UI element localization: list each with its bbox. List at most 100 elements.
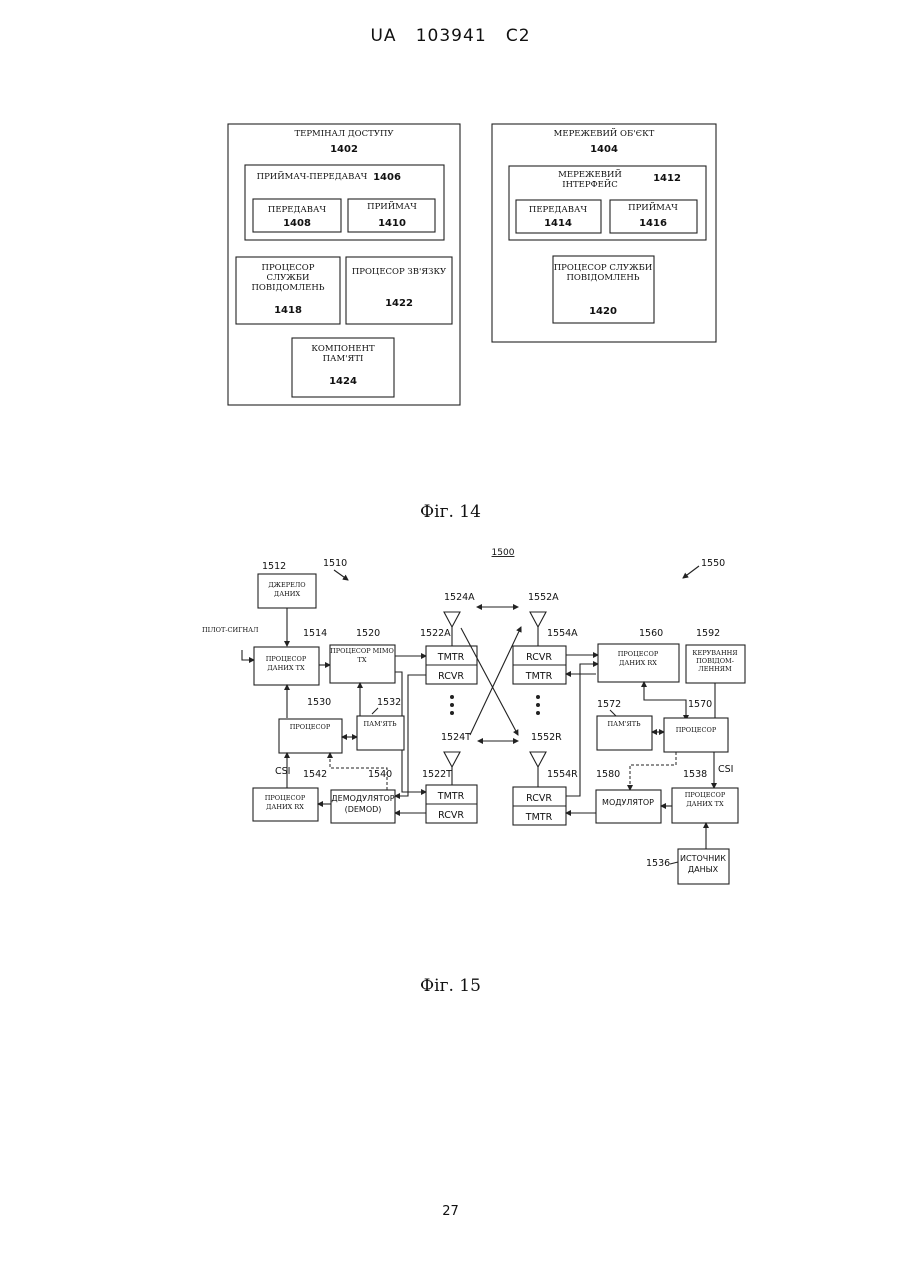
tx-mimo-processor-block: ПРОЦЕСОР МІМО ТХ xyxy=(330,645,395,683)
svg-text:1554A: 1554A xyxy=(547,628,578,639)
svg-text:RCVR: RCVR xyxy=(438,671,464,682)
svg-text:TMTR: TMTR xyxy=(437,652,465,663)
rx-data-processor-left-block: ПРОЦЕСОР ДАНИХ RX xyxy=(253,788,318,821)
svg-text:1422: 1422 xyxy=(385,298,413,309)
data-source-block: ДЖЕРЕЛО ДАНИХ xyxy=(258,574,316,608)
svg-text:ПРОЦЕСОР: ПРОЦЕСОР xyxy=(266,655,307,663)
svg-text:ПОВІДОМ-: ПОВІДОМ- xyxy=(696,657,734,665)
svg-text:ПОВІДОМЛЕНЬ: ПОВІДОМЛЕНЬ xyxy=(566,273,639,283)
figure-14-caption: Фіг. 14 xyxy=(0,502,901,522)
memory-component-block: КОМПОНЕНТ ПАМ'ЯТІ 1424 xyxy=(292,338,394,397)
svg-text:1416: 1416 xyxy=(639,218,667,229)
svg-text:ТХ: ТХ xyxy=(358,656,367,664)
svg-text:ПРОЦЕСОР: ПРОЦЕСОР xyxy=(262,263,315,273)
message-control-block: КЕРУВАННЯ ПОВІДОМ- ЛЕННЯМ xyxy=(686,645,745,683)
svg-text:1524T: 1524T xyxy=(441,732,471,743)
svg-text:RCVR: RCVR xyxy=(438,810,464,821)
tx-data-processor-block: ПРОЦЕСОР ДАНИХ ТХ xyxy=(254,647,319,685)
svg-text:ДАНЫХ: ДАНЫХ xyxy=(688,865,719,874)
svg-text:МЕРЕЖЕВИЙ: МЕРЕЖЕВИЙ xyxy=(558,168,622,180)
svg-text:ПРОЦЕСОР: ПРОЦЕСОР xyxy=(676,726,717,734)
network-transmitter-block: ПЕРЕДАВАЧ 1414 xyxy=(516,200,601,233)
right-station-number: 1550 xyxy=(701,558,725,569)
svg-text:RCVR: RCVR xyxy=(526,793,552,804)
svg-text:ІНТЕРФЕЙС: ІНТЕРФЕЙС xyxy=(562,178,618,190)
processor-left-block: ПРОЦЕСОР xyxy=(279,719,342,753)
receiver-number: 1410 xyxy=(378,218,406,229)
transceiver-1554a: RCVR TMTR xyxy=(513,646,566,684)
svg-text:1418: 1418 xyxy=(274,305,302,316)
svg-text:СЛУЖБИ: СЛУЖБИ xyxy=(267,273,310,283)
svg-text:TMTR: TMTR xyxy=(437,791,465,802)
svg-text:ДАНИХ: ДАНИХ xyxy=(274,590,301,598)
svg-text:ДЕМОДУЛЯТОР: ДЕМОДУЛЯТОР xyxy=(331,794,394,803)
svg-text:1424: 1424 xyxy=(329,376,357,387)
svg-text:КОМПОНЕНТ: КОМПОНЕНТ xyxy=(311,344,375,354)
left-station-number: 1510 xyxy=(323,558,347,569)
svg-text:1570: 1570 xyxy=(688,699,712,710)
transceiver-label: ПРИЙМАЧ-ПЕРЕДАВАЧ xyxy=(257,170,368,182)
svg-text:1524A: 1524A xyxy=(444,592,475,603)
system-number: 1500 xyxy=(492,548,515,558)
svg-text:ПЕРЕДАВАЧ: ПЕРЕДАВАЧ xyxy=(529,205,588,215)
transceiver-1522t: TMTR RCVR xyxy=(426,785,477,823)
svg-text:1530: 1530 xyxy=(307,697,331,708)
receiver-block: ПРИЙМАЧ 1410 xyxy=(348,199,435,232)
svg-text:1522A: 1522A xyxy=(420,628,451,639)
svg-text:TMTR: TMTR xyxy=(525,671,553,682)
network-message-processor-block: ПРОЦЕСОР СЛУЖБИ ПОВІДОМЛЕНЬ 1420 xyxy=(553,256,654,323)
pilot-signal-label: ПІЛОТ-СИГНАЛ xyxy=(202,626,259,634)
demodulator-block: ДЕМОДУЛЯТОР (DEMOD) xyxy=(331,790,395,823)
svg-text:1540: 1540 xyxy=(368,769,392,780)
svg-text:ПАМ'ЯТЬ: ПАМ'ЯТЬ xyxy=(608,720,642,728)
figure-14-diagram: ТЕРМІНАЛ ДОСТУПУ 1402 ПРИЙМАЧ-ПЕРЕДАВАЧ … xyxy=(0,0,901,460)
svg-text:TMTR: TMTR xyxy=(525,812,553,823)
svg-text:1552R: 1552R xyxy=(531,732,562,743)
figure-15-diagram: 1500 1510 1550 1512 ДЖЕРЕЛО ДАНИХ ПІЛОТ-… xyxy=(0,540,901,900)
network-receiver-block: ПРИЙМАЧ 1416 xyxy=(610,200,697,233)
receiver-label: ПРИЙМАЧ xyxy=(367,200,417,212)
antenna-1552a xyxy=(530,612,546,646)
processor-right-block: ПРОЦЕСОР xyxy=(664,718,728,752)
svg-text:ДАНИХ ТХ: ДАНИХ ТХ xyxy=(267,664,305,672)
svg-text:ПРОЦЕСОР: ПРОЦЕСОР xyxy=(685,791,726,799)
svg-text:1414: 1414 xyxy=(544,218,572,229)
svg-text:ДАНИХ ТХ: ДАНИХ ТХ xyxy=(686,800,724,808)
csi-label-left: CSI xyxy=(275,766,290,777)
modulator-block: МОДУЛЯТОР xyxy=(596,790,661,823)
svg-text:КЕРУВАННЯ: КЕРУВАННЯ xyxy=(692,649,737,657)
svg-text:1592: 1592 xyxy=(696,628,720,639)
svg-text:1404: 1404 xyxy=(590,144,618,155)
access-terminal-label: ТЕРМІНАЛ ДОСТУПУ xyxy=(294,129,394,139)
svg-text:ПРОЦЕСОР ЗВ'ЯЗКУ: ПРОЦЕСОР ЗВ'ЯЗКУ xyxy=(352,267,447,277)
transceiver-1554r: RCVR TMTR xyxy=(513,787,566,825)
svg-text:ПРОЦЕСОР МІМО: ПРОЦЕСОР МІМО xyxy=(330,647,394,655)
svg-text:ПРОЦЕСОР: ПРОЦЕСОР xyxy=(618,650,659,658)
memory-right-block: ПАМ'ЯТЬ xyxy=(597,716,652,750)
svg-text:ПРИЙМАЧ: ПРИЙМАЧ xyxy=(628,201,678,213)
svg-text:1552A: 1552A xyxy=(528,592,559,603)
csi-label-right: CSI xyxy=(718,764,733,775)
svg-text:ПРОЦЕСОР: ПРОЦЕСОР xyxy=(290,723,331,731)
svg-text:1580: 1580 xyxy=(596,769,620,780)
message-service-processor-block: ПРОЦЕСОР СЛУЖБИ ПОВІДОМЛЕНЬ 1418 xyxy=(236,257,340,324)
svg-text:1532: 1532 xyxy=(377,697,401,708)
svg-text:ПРОЦЕСОР: ПРОЦЕСОР xyxy=(265,794,306,802)
svg-text:1412: 1412 xyxy=(653,173,681,184)
svg-text:1536: 1536 xyxy=(646,858,670,869)
svg-text:RCVR: RCVR xyxy=(526,652,552,663)
memory-left-block: ПАМ'ЯТЬ xyxy=(357,716,404,750)
svg-text:1560: 1560 xyxy=(639,628,663,639)
antenna-1552r xyxy=(530,752,546,787)
svg-text:(DEMOD): (DEMOD) xyxy=(345,805,382,814)
svg-text:1572: 1572 xyxy=(597,699,621,710)
svg-text:1554R: 1554R xyxy=(547,769,578,780)
svg-text:1512: 1512 xyxy=(262,561,286,572)
svg-text:ПОВІДОМЛЕНЬ: ПОВІДОМЛЕНЬ xyxy=(251,283,324,293)
svg-text:1520: 1520 xyxy=(356,628,380,639)
svg-text:ИСТОЧНИК: ИСТОЧНИК xyxy=(680,854,726,863)
svg-text:1514: 1514 xyxy=(303,628,327,639)
svg-text:ЛЕННЯМ: ЛЕННЯМ xyxy=(698,665,732,673)
transmitter-label: ПЕРЕДАВАЧ xyxy=(268,205,327,215)
svg-text:1522T: 1522T xyxy=(422,769,452,780)
